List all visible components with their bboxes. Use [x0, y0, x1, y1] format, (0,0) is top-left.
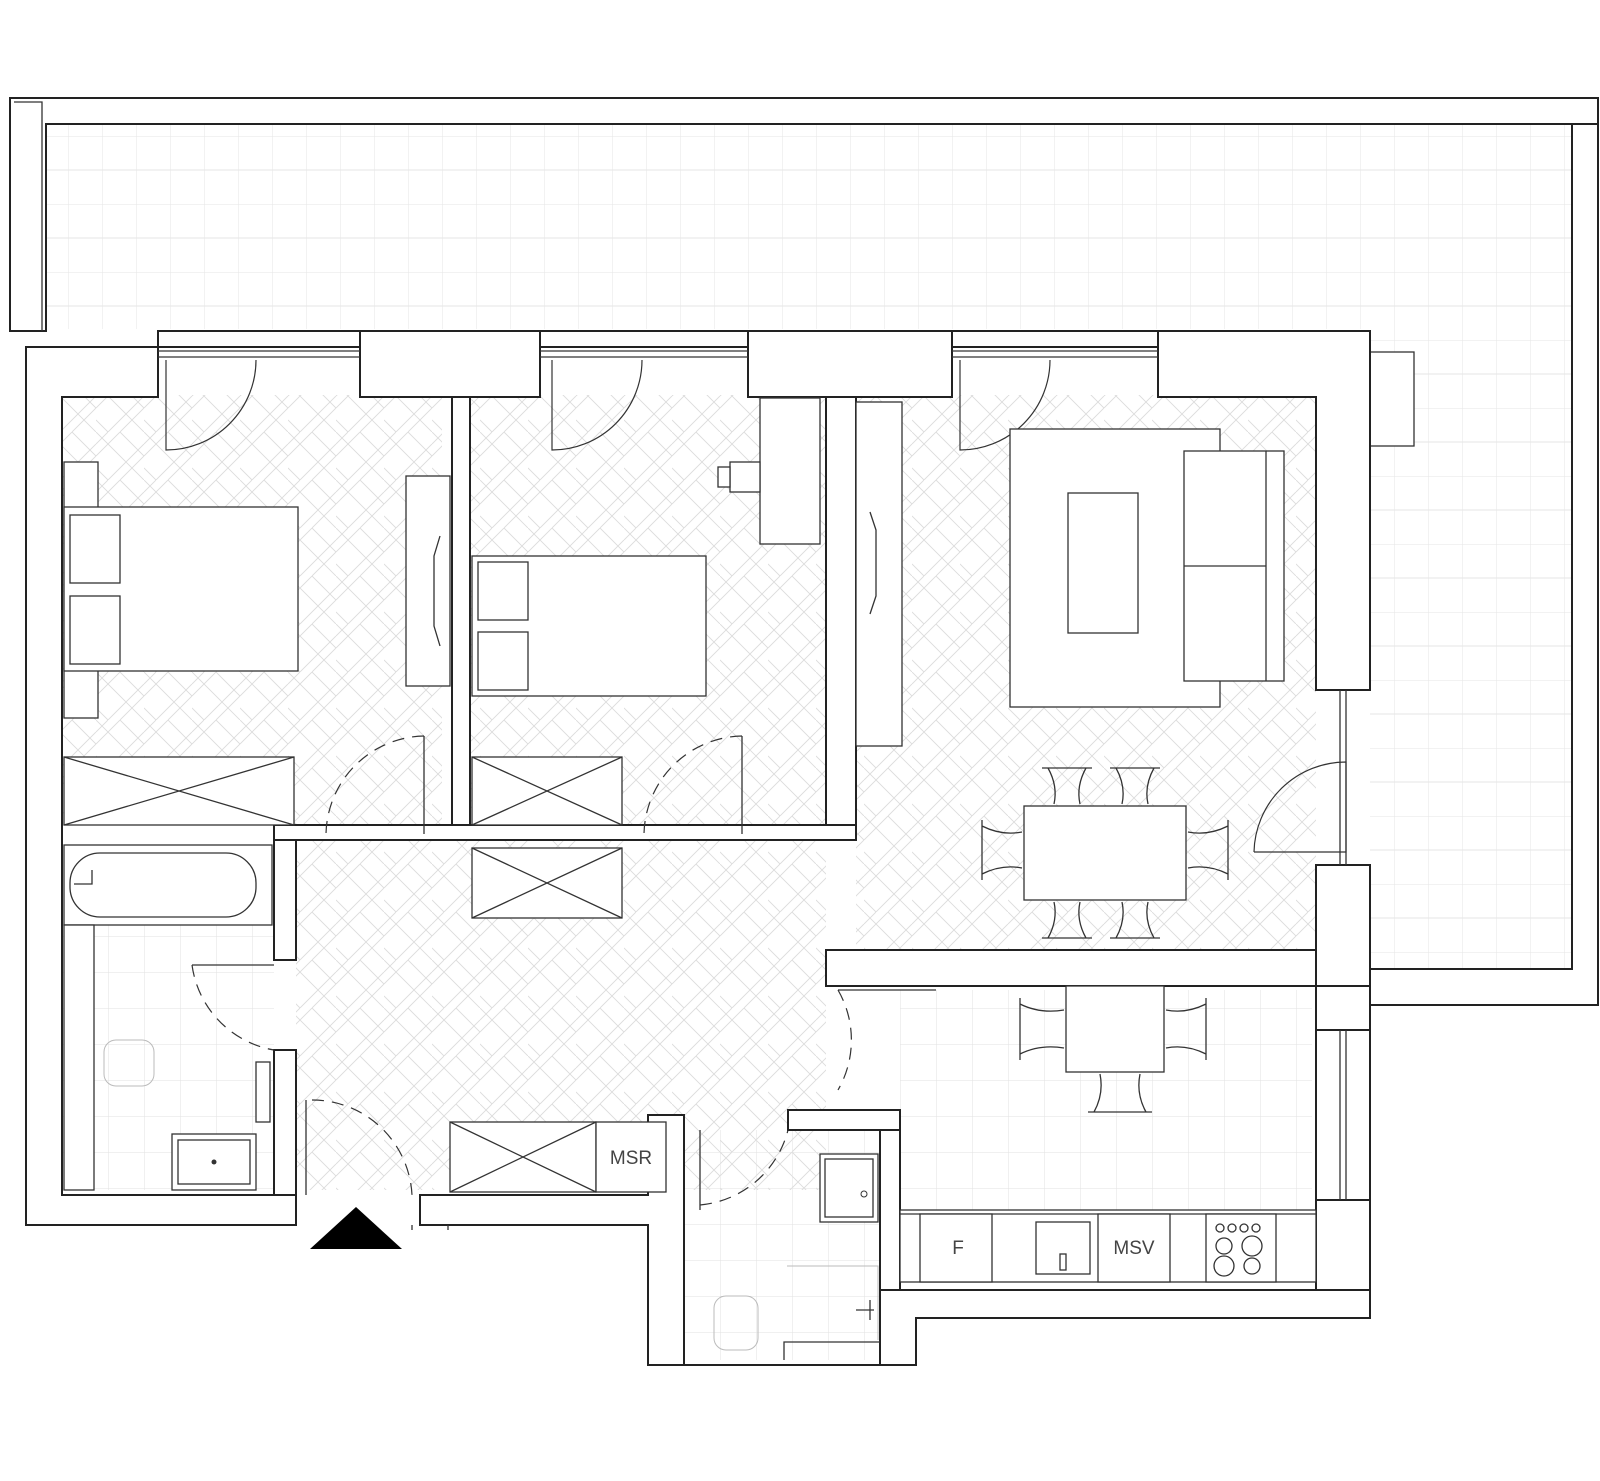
terrace [9, 97, 1599, 1006]
msv-label: MSV [1113, 1238, 1155, 1259]
wc [713, 1153, 880, 1360]
kitchen: F MSV [899, 985, 1317, 1283]
living-room [981, 428, 1285, 939]
bedroom-1 [63, 461, 451, 826]
fridge-label: F [952, 1238, 964, 1259]
hall-storage: MSR [449, 847, 667, 1193]
walls [25, 330, 1371, 1366]
balcony-doors [165, 359, 1347, 853]
interior-doors [191, 735, 936, 1210]
dining-chairs-living [981, 767, 1229, 939]
bathroom [63, 844, 273, 1191]
bedroom-2 [471, 397, 903, 826]
msr-label: MSR [610, 1148, 652, 1169]
dining-chairs-kitchen [1019, 998, 1207, 1113]
entrance-triangle-icon [310, 1207, 402, 1249]
